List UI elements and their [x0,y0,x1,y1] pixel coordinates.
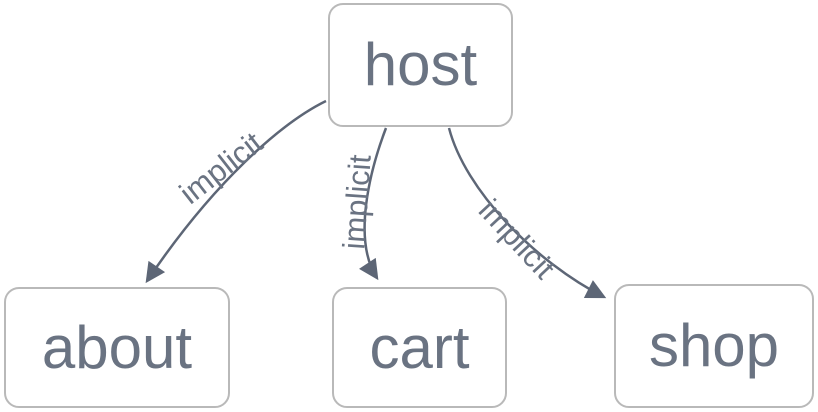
edge-label-host-cart: implicit [336,153,378,251]
node-shop-label: shop [648,312,780,379]
node-cart-label: cart [369,313,470,381]
node-host[interactable]: host [328,3,513,127]
node-shop[interactable]: shop [614,284,814,408]
node-cart[interactable]: cart [332,287,507,408]
edge-host-shop [447,127,607,299]
node-about-label: about [41,313,193,381]
node-host-label: host [363,31,478,98]
edge-host-about [145,99,327,284]
node-about[interactable]: about [4,287,230,408]
edge-host-cart [359,127,388,281]
